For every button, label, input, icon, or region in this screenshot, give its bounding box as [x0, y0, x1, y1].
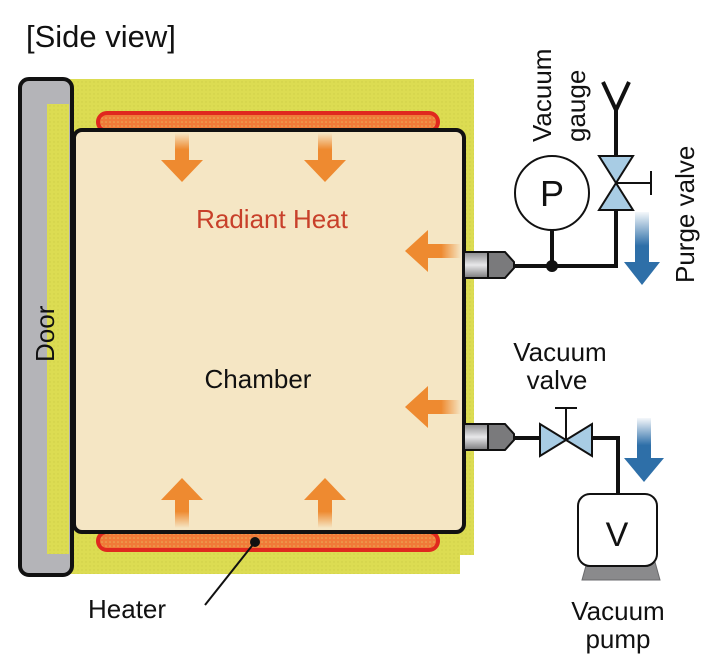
heat-arrow-left-lower — [405, 386, 461, 428]
heater-label: Heater — [88, 594, 166, 624]
vacuum-flow-arrow — [624, 418, 664, 482]
bottom-heater — [96, 530, 440, 552]
vacuum-pump: V — [577, 493, 661, 581]
heat-arrow-down-right — [304, 133, 346, 182]
purge-valve[interactable] — [597, 155, 652, 211]
vacuum-pump-label-line2: pump — [585, 624, 650, 654]
gauge-symbol: P — [540, 173, 564, 214]
lower-piping — [514, 436, 620, 495]
insulation-notch — [460, 555, 482, 575]
purge-valve-label: Purge valve — [670, 146, 700, 283]
lower-port — [463, 423, 515, 451]
heat-arrow-left-upper — [405, 230, 461, 272]
heater-callout-line — [204, 541, 256, 606]
diagram-title: [Side view] — [26, 19, 176, 54]
heat-arrow-up-left — [161, 478, 203, 528]
vacuum-gauge-label-line1: Vacuum — [527, 49, 557, 142]
vacuum-valve-label-line2: valve — [527, 365, 588, 395]
vacuum-gauge: P — [514, 155, 590, 231]
upper-port — [463, 251, 515, 279]
pump-symbol: V — [606, 516, 629, 554]
heat-arrow-down-left — [161, 133, 203, 182]
vacuum-valve-label-line1: Vacuum — [513, 337, 606, 367]
vacuum-valve[interactable] — [539, 407, 593, 458]
chamber — [72, 128, 466, 534]
door: Door — [18, 77, 74, 577]
vacuum-pump-label-line1: Vacuum — [571, 596, 664, 626]
heat-arrow-up-right — [304, 478, 346, 528]
radiant-heat-label: Radiant Heat — [196, 204, 349, 234]
chamber-label: Chamber — [205, 364, 312, 394]
pipe-junction — [546, 260, 558, 272]
door-label: Door — [30, 305, 60, 362]
vacuum-gauge-label-line2: gauge — [561, 70, 591, 142]
purge-flow-arrow — [624, 212, 660, 285]
